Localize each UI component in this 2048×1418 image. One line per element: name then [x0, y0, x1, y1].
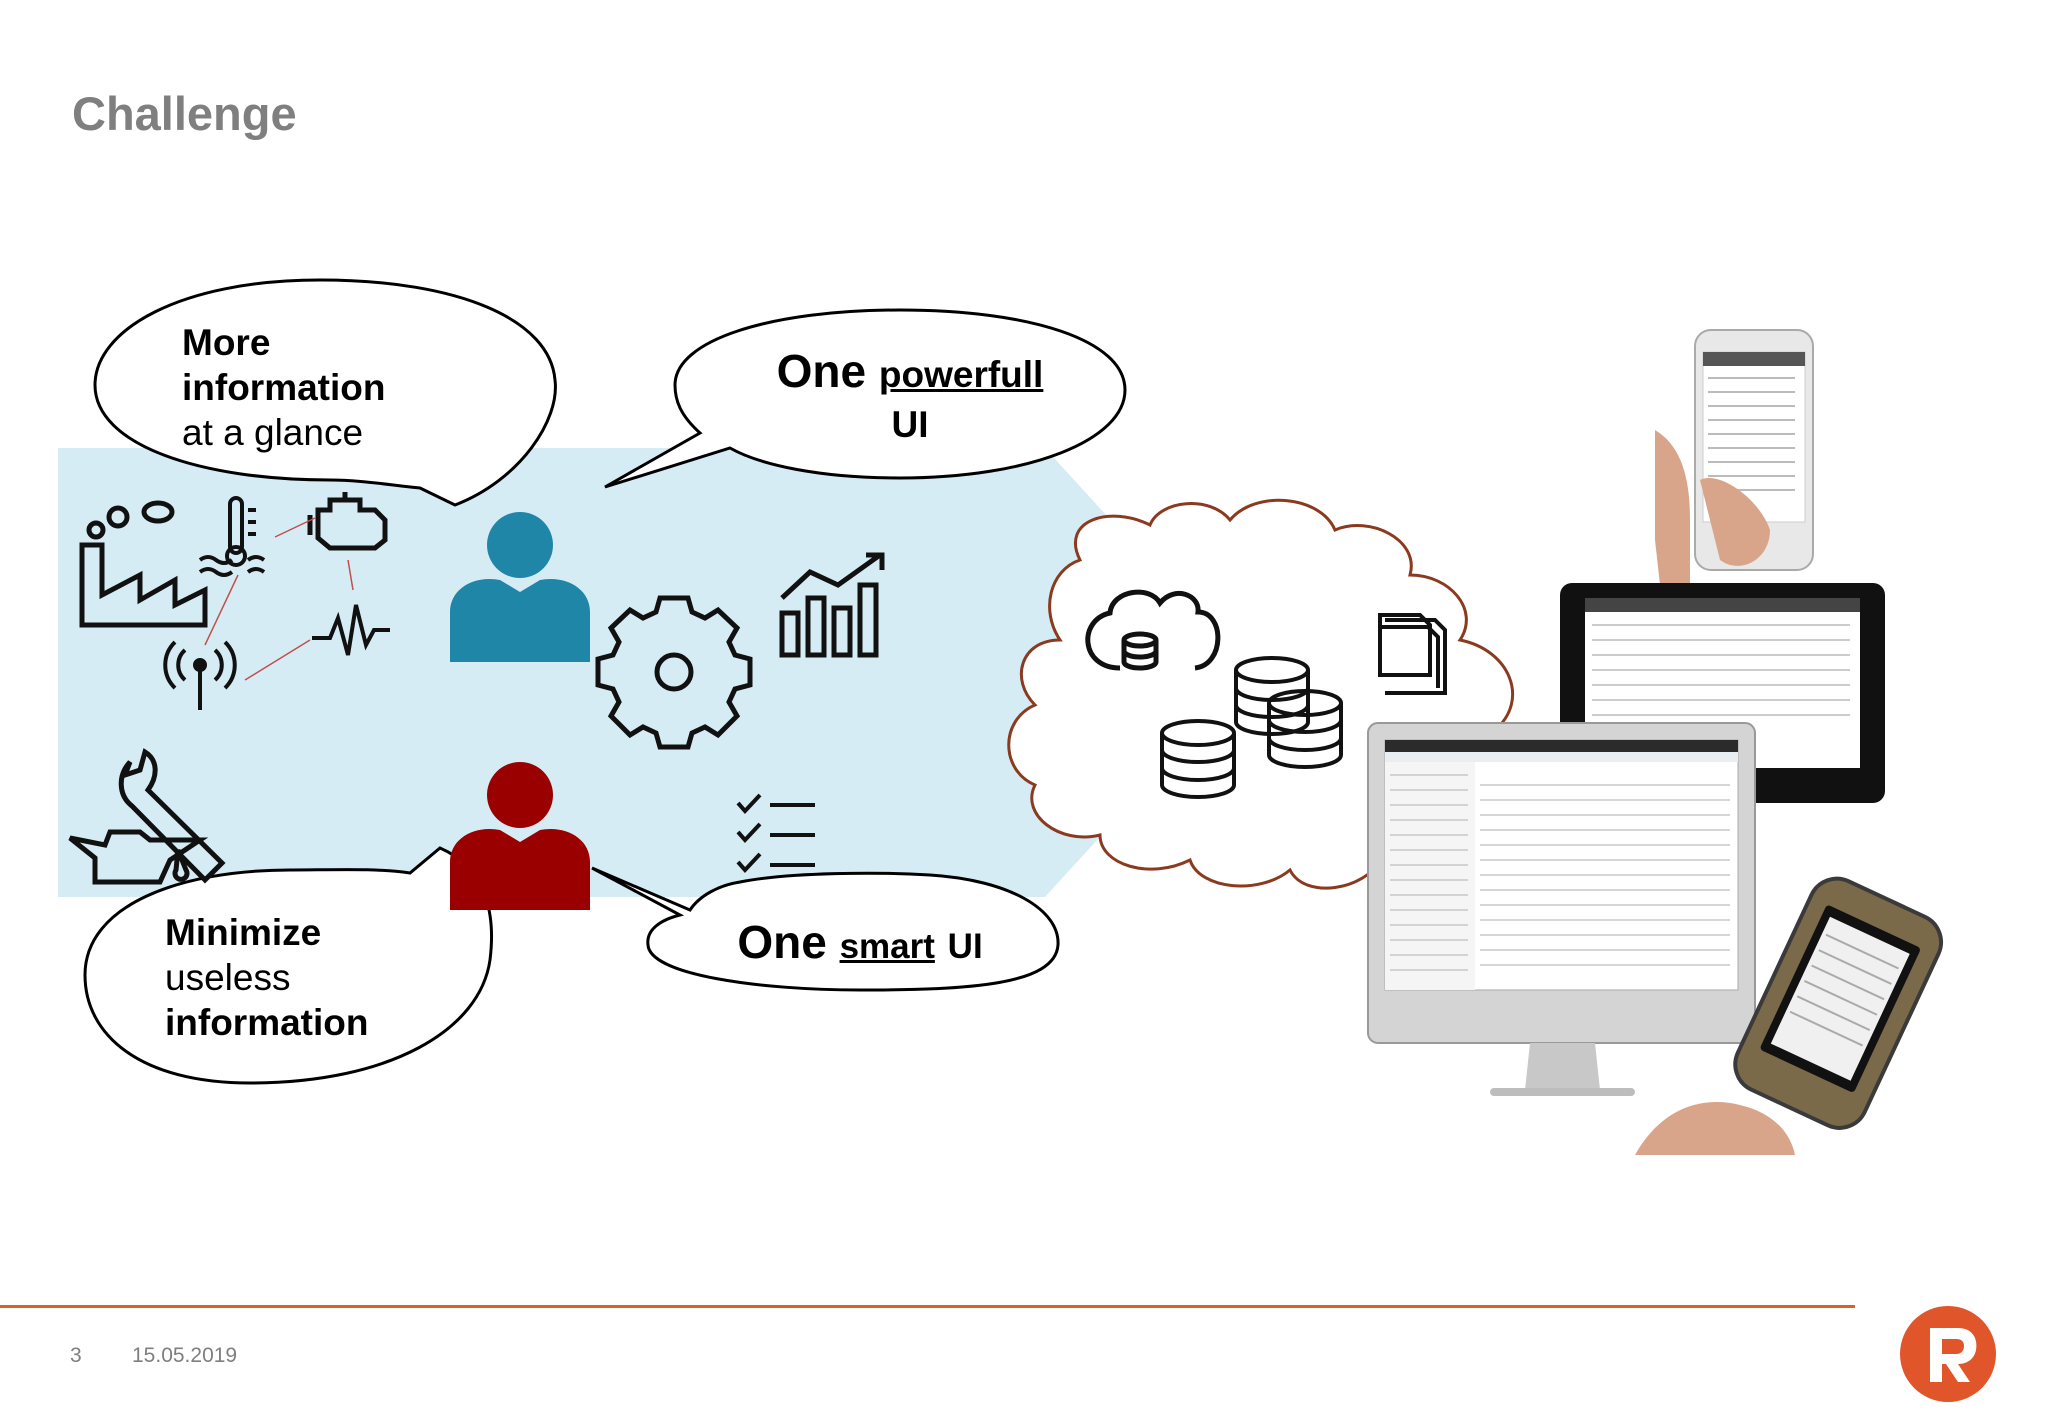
bubble-text-more-information: More information at a glance: [182, 320, 385, 455]
speech-bubble-bottom-right: [591, 866, 1060, 992]
chart-growth-icon: [779, 552, 885, 658]
smartphone-device: [1655, 329, 1814, 585]
database-icon: [1160, 656, 1343, 799]
bubble-text-one-smart-ui: One smart UI: [660, 915, 1060, 969]
company-logo-glyph: [1930, 1328, 1977, 1382]
background-band: [58, 448, 1250, 897]
connector-lines: [204, 517, 354, 681]
bubble-word: One: [776, 345, 867, 397]
oil-can-icon: [68, 829, 209, 885]
bubble-line: information: [182, 367, 386, 408]
user-icon-red: [450, 762, 590, 910]
bubble-line: More: [182, 322, 271, 363]
checklist-icon: [736, 793, 815, 873]
wrench-icon: [118, 748, 226, 884]
speech-bubble-top-left: [93, 278, 557, 507]
cloud-database-icon: [1085, 589, 1221, 671]
desktop-monitor-device: [1367, 722, 1756, 1096]
engine-icon: [307, 492, 388, 551]
speech-bubble-top-right: [604, 308, 1127, 489]
bubble-word: One: [737, 916, 827, 968]
bubble-line: information: [165, 1002, 369, 1043]
page-number: 3: [70, 1344, 82, 1367]
factory-icon: [79, 500, 208, 628]
bubble-line: Minimize: [165, 912, 322, 953]
bubble-word: UI: [947, 927, 983, 966]
rugged-handheld-device: [1635, 876, 1944, 1155]
speech-bubble-bottom-left: [83, 846, 493, 1085]
documents-icon: [1378, 613, 1447, 695]
bubble-line: at a glance: [182, 412, 364, 453]
footer-divider: [0, 1305, 1855, 1308]
bubble-text-one-powerfull-ui: One powerfull UI: [700, 346, 1120, 450]
bubble-word: powerfull: [878, 354, 1044, 395]
bubble-line: useless: [165, 957, 291, 998]
company-logo: [1900, 1306, 1996, 1402]
gear-icon: [595, 595, 753, 750]
heartbeat-icon: [312, 604, 390, 656]
signal-antenna-icon: [163, 640, 237, 710]
slide-title: Challenge: [72, 87, 297, 140]
slide-date: 15.05.2019: [132, 1344, 238, 1367]
thermometer-icon: [198, 496, 266, 577]
bubble-text-minimize-useless-information: Minimize useless information: [165, 910, 368, 1045]
bubble-line: UI: [891, 404, 929, 445]
user-icon-blue: [450, 512, 590, 662]
bubble-word: smart: [839, 927, 935, 966]
